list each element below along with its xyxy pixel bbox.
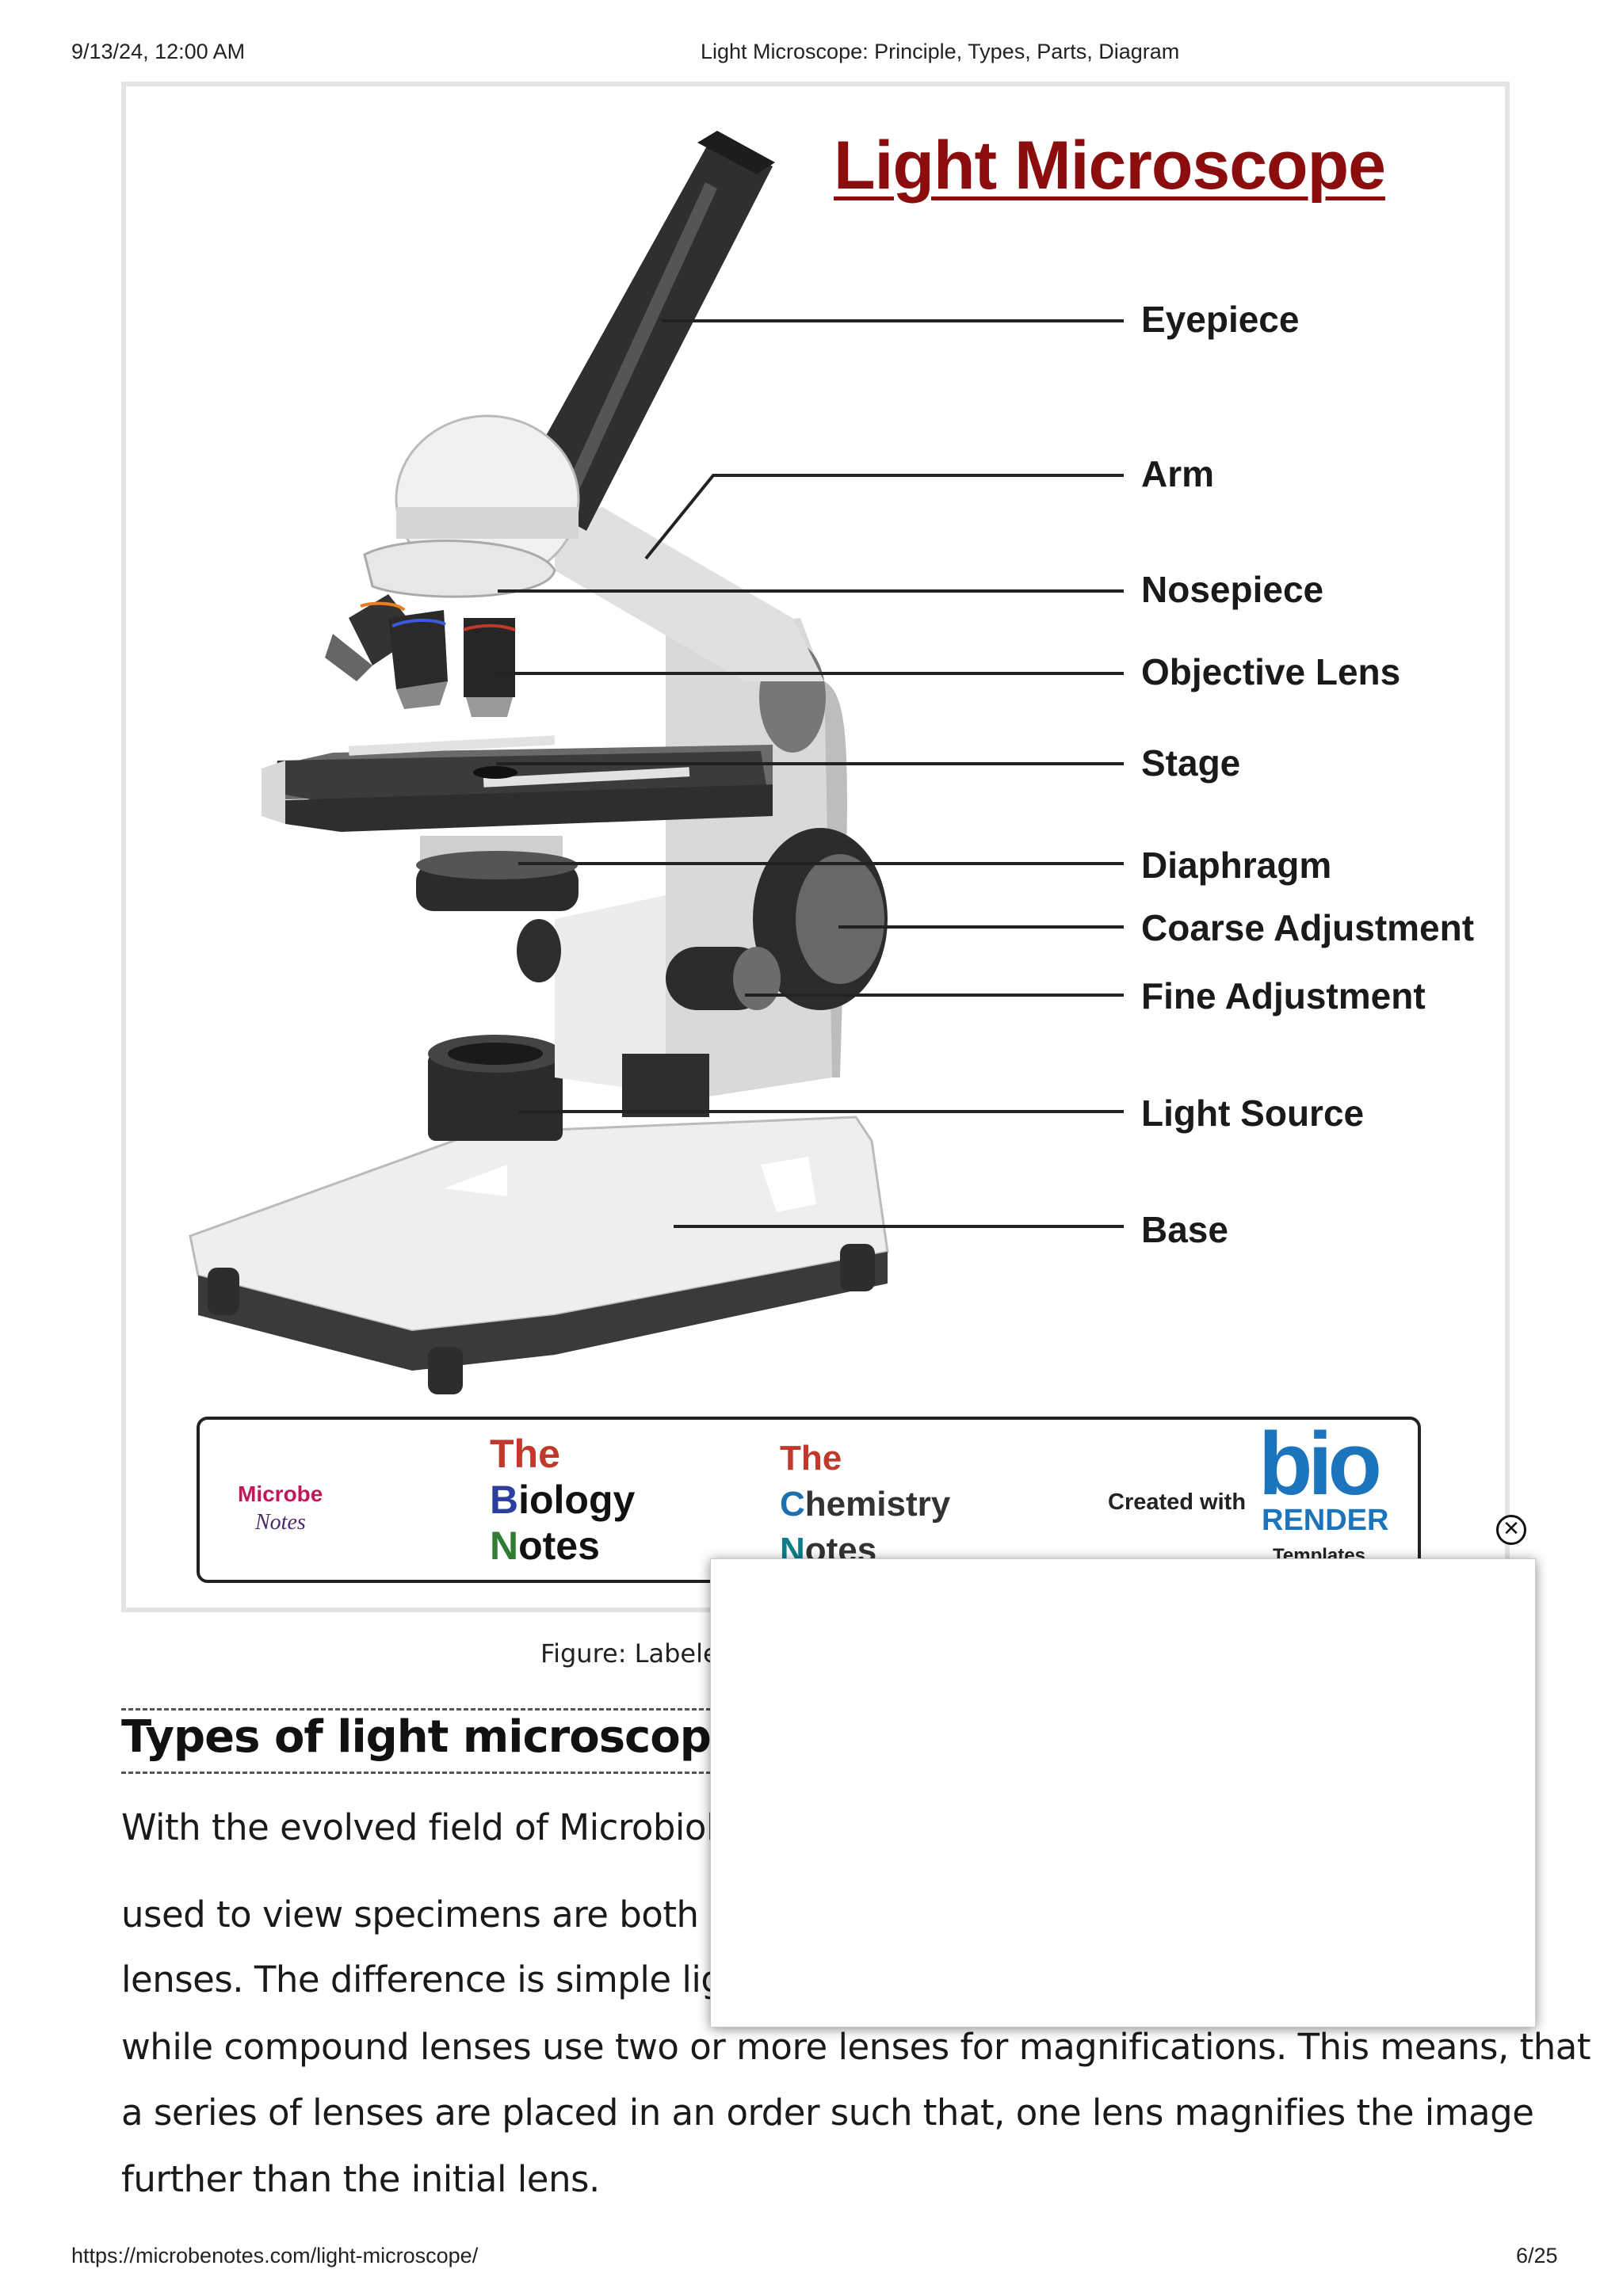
print-url: https://microbenotes.com/light-microscop… [71,2244,479,2267]
label-base: Base [1141,1209,1228,1250]
section-heading: Types of light microscopes ( [121,1711,800,1763]
microbe-notes-line2: Notes [255,1510,306,1535]
ad-overlay-panel[interactable] [710,1558,1536,2027]
figure-caption: Figure: Labeled [540,1638,735,1669]
close-circle-icon[interactable]: ✕ [1496,1515,1526,1545]
label-eyepiece: Eyepiece [1141,299,1300,340]
label-coarse-adjustment: Coarse Adjustment [1141,907,1475,948]
paragraph-line: a series of lenses are placed in an orde… [121,2092,1534,2134]
figure-title: Light Microscope [834,128,1386,204]
credits-banner [197,1417,1421,1583]
label-nosepiece: Nosepiece [1141,569,1324,610]
label-light-source: Light Source [1141,1093,1365,1134]
label-diaphragm: Diaphragm [1141,845,1332,886]
label-stage: Stage [1141,742,1241,784]
chemistry-notes-logo: The Chemistry Notes [780,1439,951,1569]
paragraph-line: With the evolved field of Microbiolog [121,1806,760,1848]
biorender-render-text: RENDER [1262,1504,1389,1537]
print-datetime: 9/13/24, 12:00 AM [71,40,246,63]
label-objective-lens: Objective Lens [1141,651,1401,692]
print-doc-title: Light Microscope: Principle, Types, Part… [701,40,1180,63]
label-arm: Arm [1141,453,1215,494]
biology-notes-logo: The Biology Notes [490,1432,636,1568]
label-fine-adjustment: Fine Adjustment [1141,975,1426,1016]
paragraph-line: used to view specimens are both sim [121,1894,772,1936]
microscope-figure-frame [121,82,1510,1612]
created-with-text: Created with [1108,1489,1247,1515]
paragraph-line: while compound lenses use two or more le… [121,2026,1591,2068]
biorender-logo: bio [1258,1414,1382,1513]
microbe-notes-line1: Microbe [238,1482,323,1506]
print-page-number: 6/25 [1516,2244,1558,2267]
paragraph-line: lenses. The difference is simple light [121,1958,759,2000]
paragraph-line: further than the initial lens. [121,2158,600,2200]
